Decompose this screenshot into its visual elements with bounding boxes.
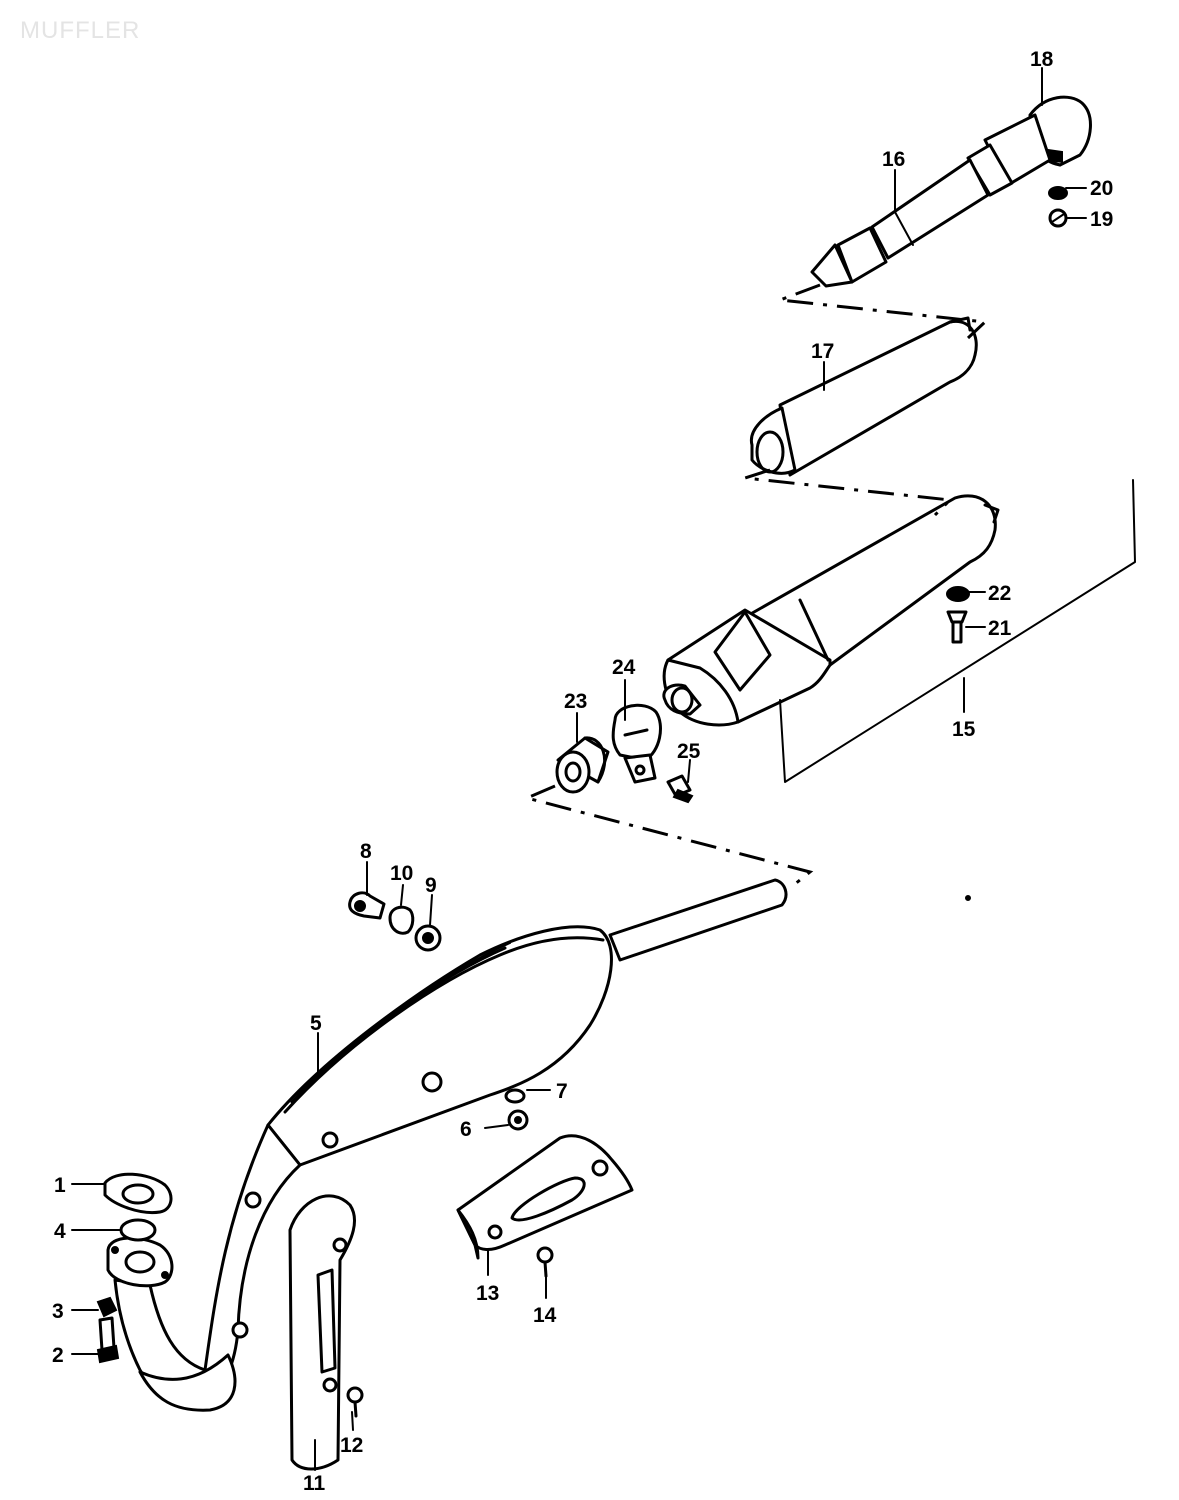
part-13-muffler-shield <box>456 1134 634 1260</box>
part-10-spacer <box>388 905 415 935</box>
callout-19: 19 <box>1090 208 1113 231</box>
callout-10: 10 <box>390 862 413 885</box>
callout-23: 23 <box>564 690 587 713</box>
part-19-screw <box>1048 208 1068 228</box>
part-16-spark-arrester-pipe <box>810 113 1052 288</box>
part-23-connector-sleeve <box>555 736 610 794</box>
callout-17: 17 <box>811 340 834 363</box>
item-15-bracket <box>779 479 1136 783</box>
part-5-expansion-chamber <box>106 878 788 1412</box>
part-21-bolt <box>946 610 968 644</box>
callout-14: 14 <box>533 1304 557 1327</box>
callout-25: 25 <box>677 740 701 763</box>
part-7-nut <box>504 1088 526 1104</box>
callout-3: 3 <box>52 1300 64 1323</box>
callout-labels: 18 16 20 19 17 22 21 24 23 15 25 8 10 9 … <box>52 48 1113 1495</box>
callout-2: 2 <box>52 1344 64 1367</box>
part-2-stud <box>96 1316 120 1364</box>
callout-1: 1 <box>54 1174 66 1197</box>
part-15-muffler-body <box>662 494 1000 727</box>
callout-4: 4 <box>54 1220 66 1243</box>
assembly-lines <box>522 283 989 890</box>
callout-12: 12 <box>340 1434 363 1457</box>
part-25-bolt <box>666 774 694 804</box>
callout-6: 6 <box>460 1118 472 1141</box>
part-6-bolt <box>507 1109 529 1131</box>
callout-7: 7 <box>556 1080 568 1103</box>
callout-13: 13 <box>476 1282 499 1305</box>
callout-18: 18 <box>1030 48 1054 71</box>
leader-lines <box>71 67 1087 1471</box>
callout-20: 20 <box>1090 177 1113 200</box>
callout-22: 22 <box>988 582 1011 605</box>
callout-21: 21 <box>988 617 1012 640</box>
callout-16: 16 <box>882 148 905 171</box>
stray-mark <box>965 895 971 901</box>
part-3-nut <box>96 1296 118 1318</box>
callout-9: 9 <box>425 874 437 897</box>
callout-5: 5 <box>310 1012 322 1035</box>
part-20-nut <box>1048 186 1068 200</box>
callout-24: 24 <box>612 656 636 679</box>
callout-8: 8 <box>360 840 372 863</box>
part-9-nut <box>414 924 442 952</box>
callout-11: 11 <box>303 1472 326 1495</box>
part-11-header-shield <box>288 1194 356 1471</box>
part-22-nut <box>946 586 970 602</box>
part-4-washer <box>119 1218 157 1242</box>
part-24-clamp <box>611 703 662 784</box>
callout-15: 15 <box>952 718 976 741</box>
diagram-title: MUFFLER <box>20 17 140 44</box>
part-1-gasket <box>103 1172 173 1215</box>
part-12-screw <box>346 1386 364 1418</box>
part-17-inner-tube <box>749 316 978 477</box>
part-8-bolt <box>348 891 386 920</box>
part-14-screw <box>536 1246 554 1278</box>
